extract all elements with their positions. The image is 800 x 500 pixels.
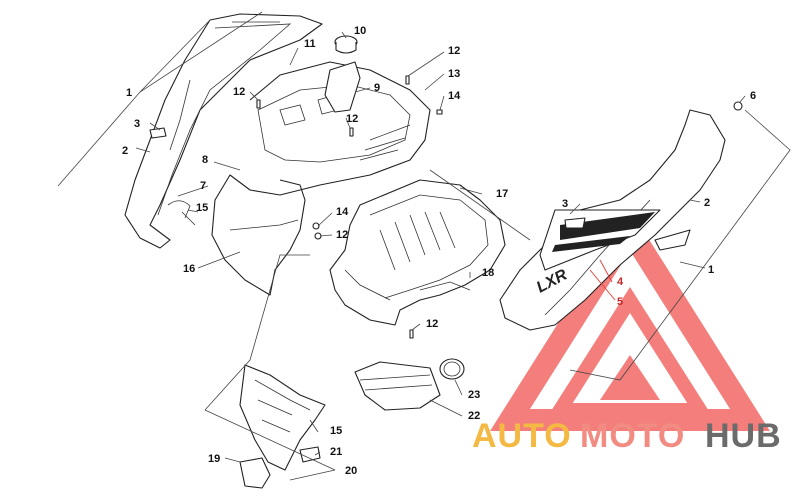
callout-22: 22 [468,410,480,422]
storage-tray [329,179,506,326]
callout-12-c: 12 [346,113,358,125]
callout-3-left: 3 [134,118,140,130]
callout-5: 5 [617,296,623,308]
callout-10: 10 [354,25,366,37]
right-side-panel: LXR [499,109,726,331]
callout-15-lower: 15 [330,425,342,437]
callout-20: 20 [345,465,357,477]
left-side-panel [124,13,323,249]
callout-12-e: 12 [426,318,438,330]
callout-21: 21 [330,446,342,458]
callouts: 1 2 3 7 15 16 8 11 10 12 12 13 9 12 14 1… [122,25,756,477]
callout-2-right: 2 [704,197,710,209]
callout-16: 16 [183,263,195,275]
watermark-hub: HUB [705,417,782,455]
callout-14-b: 14 [336,206,349,218]
callout-6: 6 [750,90,756,102]
callout-1-left: 1 [126,87,132,99]
belly-pan [239,364,326,489]
callout-2-left: 2 [122,145,128,157]
vent-and-cap [324,35,361,113]
callout-8: 8 [202,154,208,166]
watermark-text: AUTO MOTO HUB [472,417,782,455]
callout-13: 13 [448,68,460,80]
callout-1-right: 1 [708,264,714,276]
callout-15-upper: 15 [196,202,208,214]
callout-23: 23 [468,389,480,401]
callout-7: 7 [200,180,206,192]
hardware [167,75,743,339]
callout-17: 17 [496,188,508,200]
callout-12-b: 12 [448,45,460,57]
callout-4: 4 [617,276,624,288]
watermark-logo-icon [490,209,770,431]
watermark-auto: AUTO [472,417,572,455]
callout-3-right: 3 [562,198,568,210]
callout-9: 9 [374,82,380,94]
callout-19: 19 [208,453,220,465]
callout-18: 18 [482,267,494,279]
callout-11: 11 [304,38,316,50]
callout-12-a: 12 [233,86,245,98]
callout-12-d: 12 [336,229,348,241]
callout-14-a: 14 [448,90,461,102]
air-duct [354,358,465,411]
watermark-moto: MOTO [580,417,685,455]
leader-lines [57,11,791,481]
